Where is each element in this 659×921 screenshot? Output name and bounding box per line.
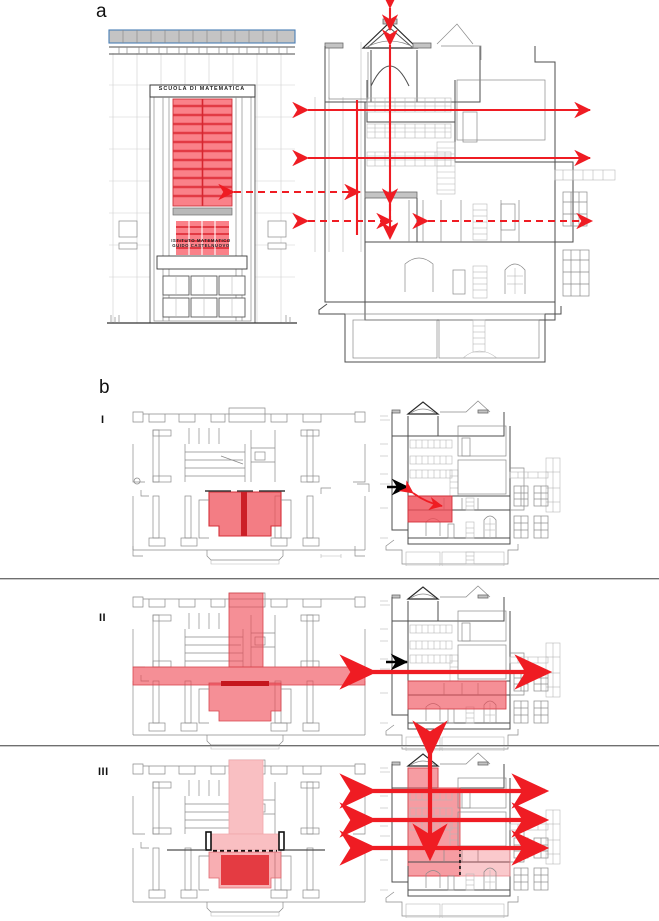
plan-threshold-row-ii: [221, 681, 269, 686]
facade-text-upper: SCUOLA DI MATEMATICA: [158, 86, 246, 92]
row-label-iii: III: [98, 766, 109, 778]
facade-text-lower-1: ISTITUTO MATEMATICO: [171, 238, 231, 243]
row-label-i: I: [101, 414, 105, 426]
plan-highlight-hall-row-ii: [208, 682, 282, 722]
plan-row-iii: [125, 752, 375, 917]
divider-2: [0, 745, 659, 747]
facade-text-lower-2: GUIDO CASTELNUOVO: [172, 243, 230, 248]
elevation-drawing: [105, 25, 300, 330]
panel-label-b: b: [99, 377, 110, 398]
row-label-ii: II: [99, 612, 107, 624]
arrow-row-i-extent: [398, 480, 443, 510]
plan-door-jamb-left-row-iii: [205, 831, 212, 851]
inscription-band-upper: [149, 84, 256, 98]
plan-row-i: [125, 400, 375, 565]
spandrel-strip: [172, 207, 233, 216]
plan-highlight-spine-row-i: [241, 492, 247, 536]
panel-a-arrow-overlay: [0, 0, 659, 380]
divider-1: [0, 578, 659, 580]
cornice-band: [108, 29, 296, 44]
plan-row-ii: [125, 585, 375, 750]
panel-label-a: a: [96, 1, 107, 22]
plan-highlight-core-row-iii: [221, 855, 269, 885]
plan-door-jamb-right-row-iii: [278, 831, 285, 851]
inscription-band-lower: [156, 255, 248, 270]
